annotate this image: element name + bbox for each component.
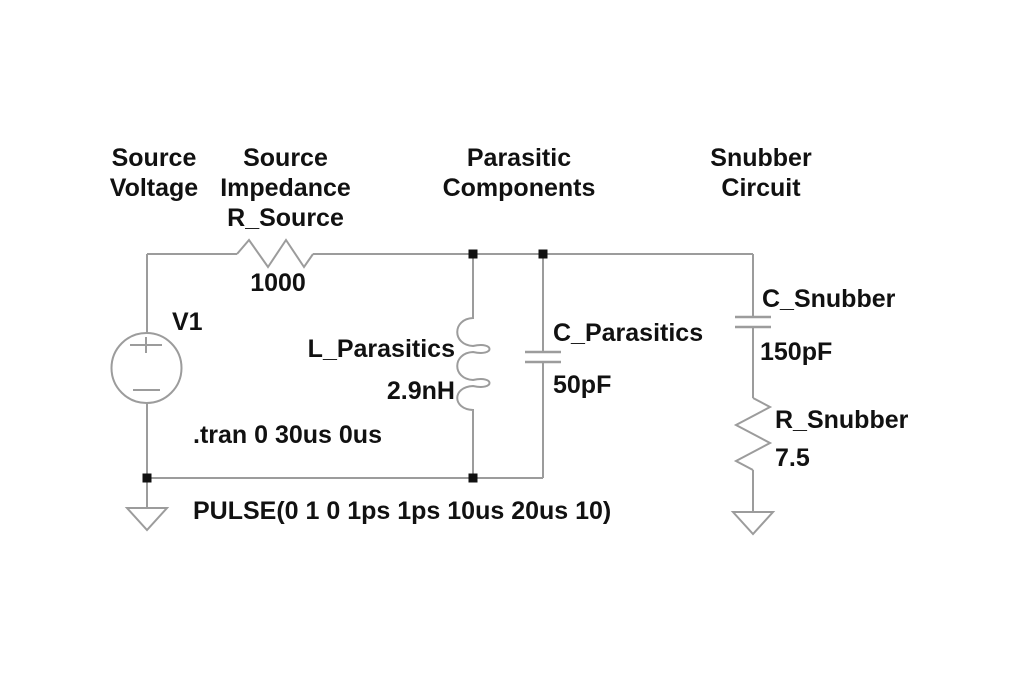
ground-symbol-left[interactable] <box>124 478 170 532</box>
component-designator-c-parasitics[interactable]: C_Parasitics <box>553 319 704 347</box>
annotation-line: Source <box>111 144 197 172</box>
junction-dot <box>468 473 478 483</box>
component-value-v1-pulse[interactable]: PULSE(0 1 0 1ps 1ps 10us 20us 10) <box>193 497 612 525</box>
annotation-line: Parasitic <box>466 144 572 172</box>
component-designator-r-snubber[interactable]: R_Snubber <box>775 406 909 434</box>
junction-dot <box>538 249 548 259</box>
annotation-line: Circuit <box>721 174 801 202</box>
junction-dot <box>142 473 152 483</box>
junction-dot <box>468 249 478 259</box>
component-value-r-snubber[interactable]: 7.5 <box>775 444 810 472</box>
annotation-line: Components <box>442 174 596 202</box>
component-designator-v1[interactable]: V1 <box>172 308 203 336</box>
resistor-r-source-symbol[interactable] <box>236 238 314 269</box>
annotation-line: Impedance <box>220 174 351 202</box>
component-designator-r-source[interactable]: R_Source <box>227 204 344 232</box>
annotation-snubber-circuit: Snubber Circuit <box>671 143 851 203</box>
voltage-source-v1-symbol[interactable] <box>110 332 183 404</box>
component-value-c-snubber[interactable]: 150pF <box>760 338 833 366</box>
annotation-line: Snubber <box>710 144 812 172</box>
component-value-l-parasitics[interactable]: 2.9nH <box>386 377 455 405</box>
component-value-c-parasitics[interactable]: 50pF <box>553 371 612 399</box>
annotation-source-impedance: Source Impedance R_Source <box>198 143 373 233</box>
annotation-parasitic-components: Parasitic Components <box>429 143 609 203</box>
ground-symbol-snubber[interactable] <box>730 470 776 536</box>
annotation-line: Voltage <box>109 174 199 202</box>
capacitor-c-snubber-symbol[interactable] <box>735 315 771 329</box>
component-designator-c-snubber[interactable]: C_Snubber <box>762 285 896 313</box>
component-designator-l-parasitics[interactable]: L_Parasitics <box>307 335 455 363</box>
inductor-l-parasitics-symbol[interactable] <box>456 254 491 478</box>
spice-directive-tran[interactable]: .tran 0 30us 0us <box>193 421 382 449</box>
plus-sign-icon <box>130 337 162 353</box>
capacitor-c-parasitics-symbol[interactable] <box>525 254 561 478</box>
resistor-r-snubber-symbol[interactable] <box>733 397 773 471</box>
annotation-line: Source <box>243 144 328 172</box>
annotation-source-voltage: Source Voltage <box>74 143 234 203</box>
component-value-r-source[interactable]: 1000 <box>250 269 306 297</box>
